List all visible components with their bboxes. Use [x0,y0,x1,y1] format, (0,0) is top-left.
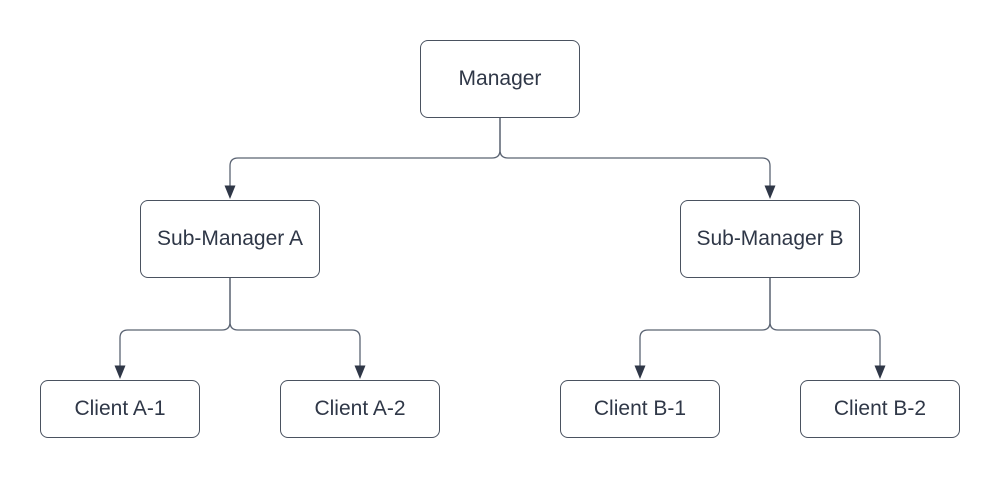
node-client-b-2: Client B-2 [800,380,960,438]
node-client-b-1-label: Client B-1 [593,397,687,421]
edge-sub-manager-b-to-client-b-1 [639,278,771,366]
arrowhead-client-a-1 [114,365,126,379]
arrowhead-client-b-2 [874,365,886,379]
node-sub-manager-b: Sub-Manager B [680,200,860,278]
node-client-b-2-label: Client B-2 [833,397,927,421]
edge-sub-manager-a-to-client-a-2 [229,278,361,366]
arrowhead-client-b-1 [634,365,646,379]
arrowhead-sub-manager-a [224,185,236,199]
edge-manager-to-sub-manager-a [229,118,501,186]
node-sub-manager-a-label: Sub-Manager A [157,227,303,251]
arrowhead-sub-manager-b [764,185,776,199]
edge-sub-manager-b-to-client-b-2 [769,278,881,366]
node-client-a-2: Client A-2 [280,380,440,438]
node-manager: Manager [420,40,580,118]
node-sub-manager-a: Sub-Manager A [140,200,320,278]
node-client-a-2-label: Client A-2 [314,397,406,421]
node-manager-label: Manager [458,67,542,91]
node-client-b-1: Client B-1 [560,380,720,438]
edge-manager-to-sub-manager-b [499,118,771,186]
arrowhead-client-a-2 [354,365,366,379]
edge-sub-manager-a-to-client-a-1 [119,278,231,366]
node-sub-manager-b-label: Sub-Manager B [696,227,844,251]
node-client-a-1: Client A-1 [40,380,200,438]
node-client-a-1-label: Client A-1 [74,397,166,421]
